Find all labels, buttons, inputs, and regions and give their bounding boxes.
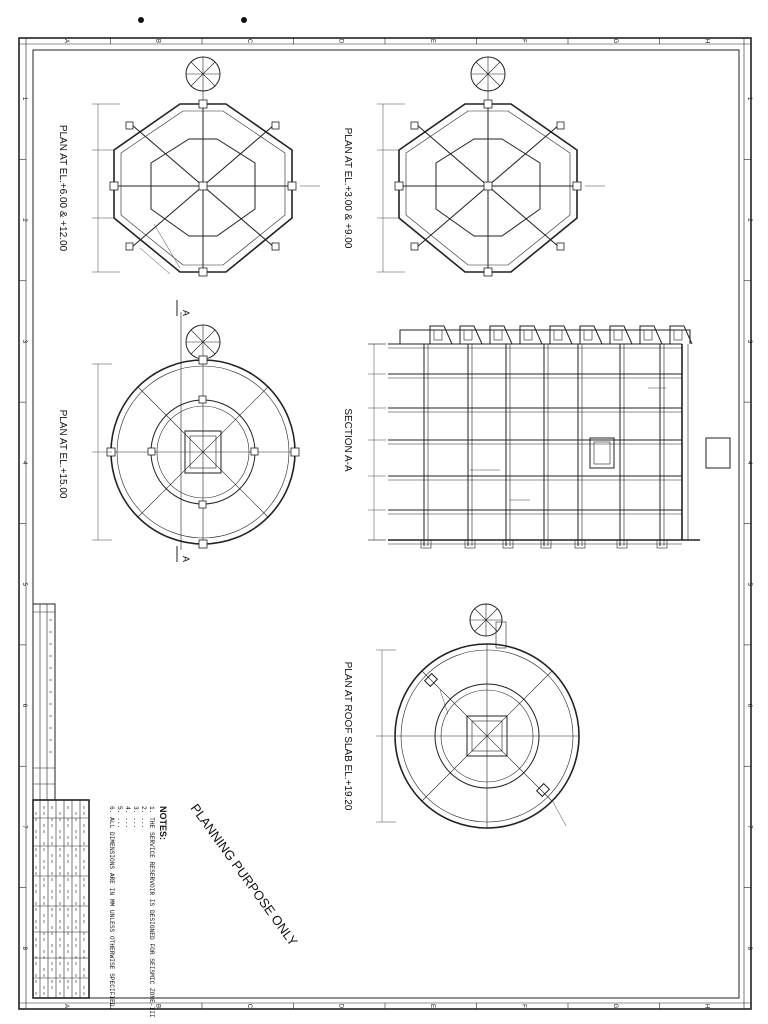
punch-hole-left <box>138 17 144 23</box>
notes-line: 6. ALL DIMENSIONS ARE IN MM UNLESS OTHER… <box>108 806 115 1010</box>
column-ref-bottom: H <box>703 1004 709 1008</box>
row-ref-left: 3 <box>21 340 27 344</box>
notes-heading: NOTES: <box>158 806 168 840</box>
spiral-stair-icon <box>185 56 221 92</box>
spiral-stair-icon <box>470 56 506 92</box>
row-ref-left: 7 <box>21 825 27 829</box>
plan-el6-drawing <box>92 56 320 277</box>
row-ref-right: 4 <box>746 461 752 465</box>
column-ref-top: A <box>63 39 69 43</box>
plan-roof-title: PLAN AT ROOF SLAB EL.+19.20 <box>342 662 353 811</box>
row-ref-left: 6 <box>21 704 27 708</box>
section-aa-title: SECTION A-A <box>342 408 353 472</box>
column-ref-bottom: E <box>429 1004 435 1008</box>
row-ref-right: 5 <box>746 583 752 587</box>
plan-el6-title: PLAN AT EL.+6.00 & +12.00 <box>57 125 68 252</box>
column-ref-top: H <box>703 39 709 43</box>
plan-el15-drawing <box>92 300 300 562</box>
row-ref-right: 3 <box>746 340 752 344</box>
revision-block <box>32 603 56 801</box>
row-ref-right: 1 <box>746 97 752 101</box>
notes-line: 5. ... <box>116 806 123 828</box>
spiral-stair-icon <box>469 603 503 637</box>
section-aa-drawing <box>368 325 731 549</box>
plan-el3-title: PLAN AT EL.+3.00 & +9.00 <box>342 128 353 249</box>
notes-line: 4. ... <box>124 806 131 828</box>
column-ref-top: E <box>429 39 435 43</box>
row-ref-right: 6 <box>746 704 752 708</box>
column-ref-top: C <box>246 39 252 44</box>
notes-line: 3. ... <box>132 806 139 828</box>
column-ref-bottom: A <box>63 1004 69 1008</box>
row-ref-right: 8 <box>746 947 752 951</box>
row-ref-right: 2 <box>746 218 752 222</box>
column-reference-letters: A A B B C C D D E E F F G G H H <box>63 38 709 1009</box>
column-ref-bottom: G <box>612 1004 618 1009</box>
plan-el15-title: PLAN AT EL.+15.00 <box>57 410 68 499</box>
title-block <box>32 799 90 999</box>
section-mark-bottom: A <box>181 556 191 562</box>
notes-block: NOTES: 1. THE SERVICE RESERVOIR IS DESIG… <box>108 806 168 1018</box>
notes-line: 2. ... <box>140 806 147 828</box>
spiral-stair-icon <box>185 324 221 360</box>
section-mark-top: A <box>181 310 191 316</box>
column-ref-top: D <box>337 39 343 44</box>
row-ref-right: 7 <box>746 825 752 829</box>
column-ref-bottom: F <box>520 1004 526 1008</box>
notes-line: 1. THE SERVICE RESERVOIR IS DESIGNED FOR… <box>148 806 155 1018</box>
plan-el3-drawing <box>377 56 605 277</box>
row-ref-left: 8 <box>21 947 27 951</box>
plan-roof-drawing <box>376 603 580 829</box>
column-ref-bottom: B <box>154 1004 160 1008</box>
column-ref-bottom: C <box>246 1004 252 1009</box>
punch-hole-right <box>241 17 247 23</box>
row-ref-left: 1 <box>21 97 27 101</box>
column-ref-top: F <box>520 39 526 43</box>
column-ref-bottom: D <box>337 1004 343 1009</box>
row-reference-numbers: 1 1 2 2 3 3 4 4 5 5 6 6 7 7 8 8 <box>19 97 752 951</box>
row-ref-left: 4 <box>21 461 27 465</box>
column-ref-top: B <box>154 39 160 43</box>
planning-stamp: PLANNING PURPOSE ONLY <box>188 801 301 949</box>
sheet-border <box>18 37 752 1010</box>
row-ref-left: 5 <box>21 583 27 587</box>
column-ref-top: G <box>612 39 618 44</box>
row-ref-left: 2 <box>21 218 27 222</box>
